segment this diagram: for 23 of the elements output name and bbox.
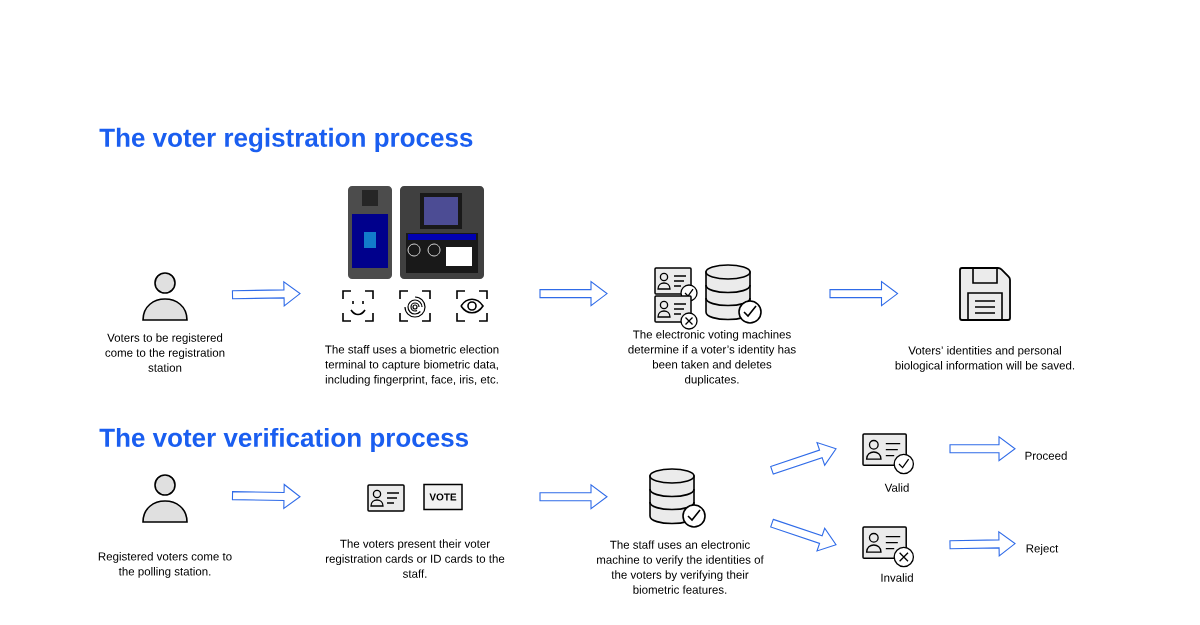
block-arrow [231, 483, 301, 510]
block-arrow [231, 280, 301, 307]
section-heading: The voter verification process [99, 427, 468, 453]
outcome-text: Proceed [1025, 451, 1067, 460]
block-arrow [539, 483, 608, 510]
block-arrow [770, 518, 837, 552]
block-arrow [539, 280, 608, 307]
vote-card: VOTE [423, 483, 463, 511]
block-arrow [770, 441, 837, 475]
block-arrow [949, 530, 1016, 557]
block-arrow [949, 435, 1016, 462]
step-text: The electronic voting machines determine if a voter’s identity has been taken and deletes duplicates. [628, 330, 796, 386]
step-text: The voters present their voter registration cards or ID cards to the staff. [325, 539, 505, 578]
step-text: Registered voters come to the polling station. [98, 552, 232, 578]
step-text: Voters to be registered come to the registration station [105, 333, 225, 372]
status-text: Invalid [881, 573, 913, 582]
step-text: Voters’ identities and personal biological information will be saved. [895, 346, 1075, 372]
outcome-text: Reject [1026, 544, 1059, 555]
section-heading: The voter registration process [99, 127, 473, 153]
status-text: Valid [884, 483, 909, 492]
step-text: The staff uses an electronic machine to verify the identities of the voters by verifying their biometric features. [597, 540, 764, 594]
step-text: The staff uses a biometric election terminal to capture biometric data, including fingerprint, face, iris, etc. [325, 345, 499, 386]
block-arrow [829, 280, 899, 307]
